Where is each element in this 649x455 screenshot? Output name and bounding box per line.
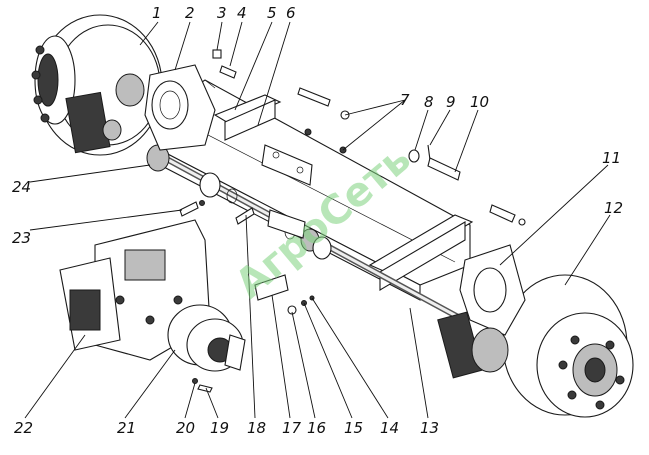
shaft-couplings: [146, 144, 332, 260]
right-hub-assembly: [502, 274, 634, 418]
callout-15: 15: [344, 419, 363, 437]
callout-4: 4: [237, 4, 247, 22]
callout-24: 24: [12, 178, 31, 196]
callout-14: 14: [380, 419, 399, 437]
callout-numbers: 1 2 3 4 5 6 7 8 9 10 11 12 13 14 15 16 1…: [12, 4, 623, 437]
callout-11: 11: [602, 149, 621, 167]
right-axle-housing: [459, 244, 526, 336]
callout-9: 9: [446, 93, 456, 111]
callout-6: 6: [286, 4, 296, 22]
callout-10: 10: [470, 93, 489, 111]
callout-19: 19: [210, 419, 229, 437]
cross-member-lower: [368, 214, 474, 291]
callout-18: 18: [247, 419, 266, 437]
callout-13: 13: [420, 419, 439, 437]
callout-7: 7: [400, 91, 410, 109]
callout-3: 3: [217, 4, 227, 22]
left-hub-assembly: [31, 14, 163, 156]
callout-12: 12: [604, 199, 623, 217]
beam-bracket-upper: [261, 144, 313, 186]
callout-23: 23: [12, 229, 31, 247]
callout-21: 21: [117, 419, 136, 437]
beam-bracket-lower: [267, 209, 306, 239]
callout-5: 5: [267, 4, 277, 22]
callout-17: 17: [282, 419, 302, 437]
small-parts: [179, 49, 526, 393]
right-brake-assembly: [437, 311, 509, 379]
callout-1: 1: [152, 4, 162, 22]
left-axle-housing: [144, 64, 216, 151]
callout-8: 8: [424, 93, 434, 111]
callout-20: 20: [176, 419, 195, 437]
gearbox-assembly: [59, 219, 246, 372]
callout-22: 22: [14, 419, 33, 437]
callout-2: 2: [185, 4, 195, 22]
leader-lines: [24, 21, 611, 419]
callout-16: 16: [307, 419, 326, 437]
